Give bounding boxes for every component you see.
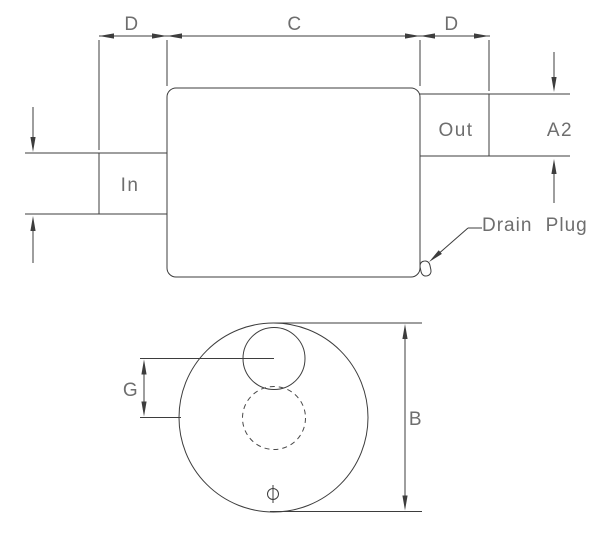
arrowhead-a2-bottom: [551, 159, 557, 174]
muffler-body-outline: [166, 87, 421, 278]
drain-plug-shape: [419, 260, 432, 277]
end-view: G B: [123, 322, 423, 513]
arrowhead-left-d-left: [99, 33, 114, 39]
inlet-height-dimension: [30, 107, 36, 263]
dim-a2-label: A2: [547, 120, 573, 141]
side-view: D C D In Out A2 Drain Plug: [25, 14, 588, 278]
inlet-pipe: [25, 152, 167, 215]
dim-c-label: C: [287, 14, 302, 35]
outlet-pipe: [420, 93, 570, 157]
arrowhead-a2-top: [551, 77, 557, 92]
b-dimension: [270, 322, 422, 512]
arrowhead-c-right: [405, 33, 420, 39]
top-dimension-chain: [98, 33, 490, 150]
arrowhead-g-top: [141, 359, 147, 375]
arrowhead-b-bottom: [402, 495, 408, 511]
body-circle: [178, 322, 369, 513]
arrowhead-inlet-bottom: [30, 216, 36, 231]
dim-g-label: G: [123, 380, 139, 401]
hidden-inlet-circle: [242, 386, 306, 450]
outlet-label: Out: [438, 120, 473, 141]
g-dimension: [140, 358, 274, 418]
arrowhead-right-d-right: [474, 33, 489, 39]
arrowhead-drain-leader: [429, 250, 442, 262]
drain-plug: [419, 227, 482, 277]
drain-plug-end-symbol: [267, 485, 279, 503]
drain-plug-label: Drain Plug: [482, 215, 588, 236]
arrowhead-c-left: [167, 33, 182, 39]
arrowhead-g-bottom: [141, 401, 147, 417]
arrowhead-left-d-right: [152, 33, 167, 39]
dim-d-left-label: D: [124, 14, 139, 35]
dim-d-right-label: D: [444, 14, 459, 35]
inlet-label: In: [121, 175, 140, 196]
arrowhead-right-d-left: [420, 33, 435, 39]
arrowhead-b-top: [402, 324, 408, 339]
arrowhead-inlet-top: [30, 137, 36, 152]
a2-dimension: [551, 52, 557, 203]
dim-b-label: B: [409, 409, 423, 430]
